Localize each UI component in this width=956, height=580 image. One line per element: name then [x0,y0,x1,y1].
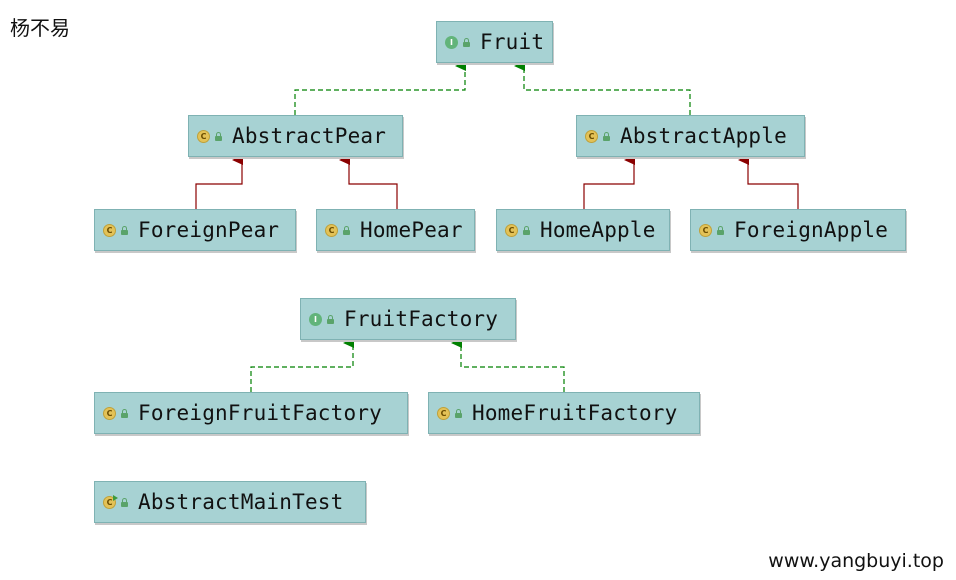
lock-icon [462,37,471,47]
class-icon: C [103,406,116,420]
node-foreignapple[interactable]: C ForeignApple [690,209,906,251]
edge-homeapple-extends-abstractapple [583,155,635,209]
lock-icon [326,314,335,324]
node-abstractpear[interactable]: C AbstractPear [188,115,403,157]
edge-foreignapple-extends-abstractapple [738,155,799,209]
node-label: AbstractPear [232,124,387,148]
node-label: Fruit [480,30,545,54]
node-label: HomeApple [540,218,656,242]
watermark: www.yangbuyi.top [768,550,944,572]
node-homeapple[interactable]: C HomeApple [496,209,670,251]
edge-homepear-extends-abstractpear [339,155,398,209]
lock-icon [602,131,611,141]
class-icon: C [505,223,518,237]
node-homefruitfactory[interactable]: C HomeFruitFactory [428,392,700,434]
node-label: HomePear [360,218,463,242]
class-icon: C [437,406,450,420]
edge-foreignpear-extends-abstractpear [195,155,243,209]
node-label: AbstractMainTest [138,490,344,514]
node-label: HomeFruitFactory [472,401,678,425]
node-label: ForeignPear [138,218,280,242]
edge-homefruitfactory-implements-fruitfactory [451,338,565,392]
interface-icon: I [309,312,322,326]
edge-abstractapple-implements-fruit [514,61,691,115]
class-icon: C [103,223,116,237]
lock-icon [342,225,351,235]
node-homepear[interactable]: C HomePear [316,209,475,251]
node-label: AbstractApple [620,124,787,148]
edge-abstractpear-implements-fruit [294,61,466,115]
runnable-class-icon: C [103,494,118,509]
edge-foreignfruitfactory-implements-fruitfactory [250,338,354,392]
node-label: ForeignFruitFactory [138,401,383,425]
node-foreignpear[interactable]: C ForeignPear [94,209,296,251]
lock-icon [716,225,725,235]
lock-icon [120,225,129,235]
class-icon: C [699,223,712,237]
lock-icon [522,225,531,235]
interface-icon: I [445,35,458,49]
class-icon: C [325,223,338,237]
class-icon: C [197,129,210,143]
node-fruitfactory[interactable]: I FruitFactory [300,298,516,340]
node-abstractapple[interactable]: C AbstractApple [576,115,805,157]
node-abstractmaintest[interactable]: C AbstractMainTest [94,481,366,523]
lock-icon [120,408,129,418]
node-foreignfruitfactory[interactable]: C ForeignFruitFactory [94,392,408,434]
lock-icon [120,497,129,507]
node-label: FruitFactory [344,307,499,331]
class-icon: C [585,129,598,143]
node-fruit[interactable]: I Fruit [436,21,553,63]
author-label: 杨不易 [10,16,70,40]
lock-icon [454,408,463,418]
node-label: ForeignApple [734,218,889,242]
lock-icon [214,131,223,141]
